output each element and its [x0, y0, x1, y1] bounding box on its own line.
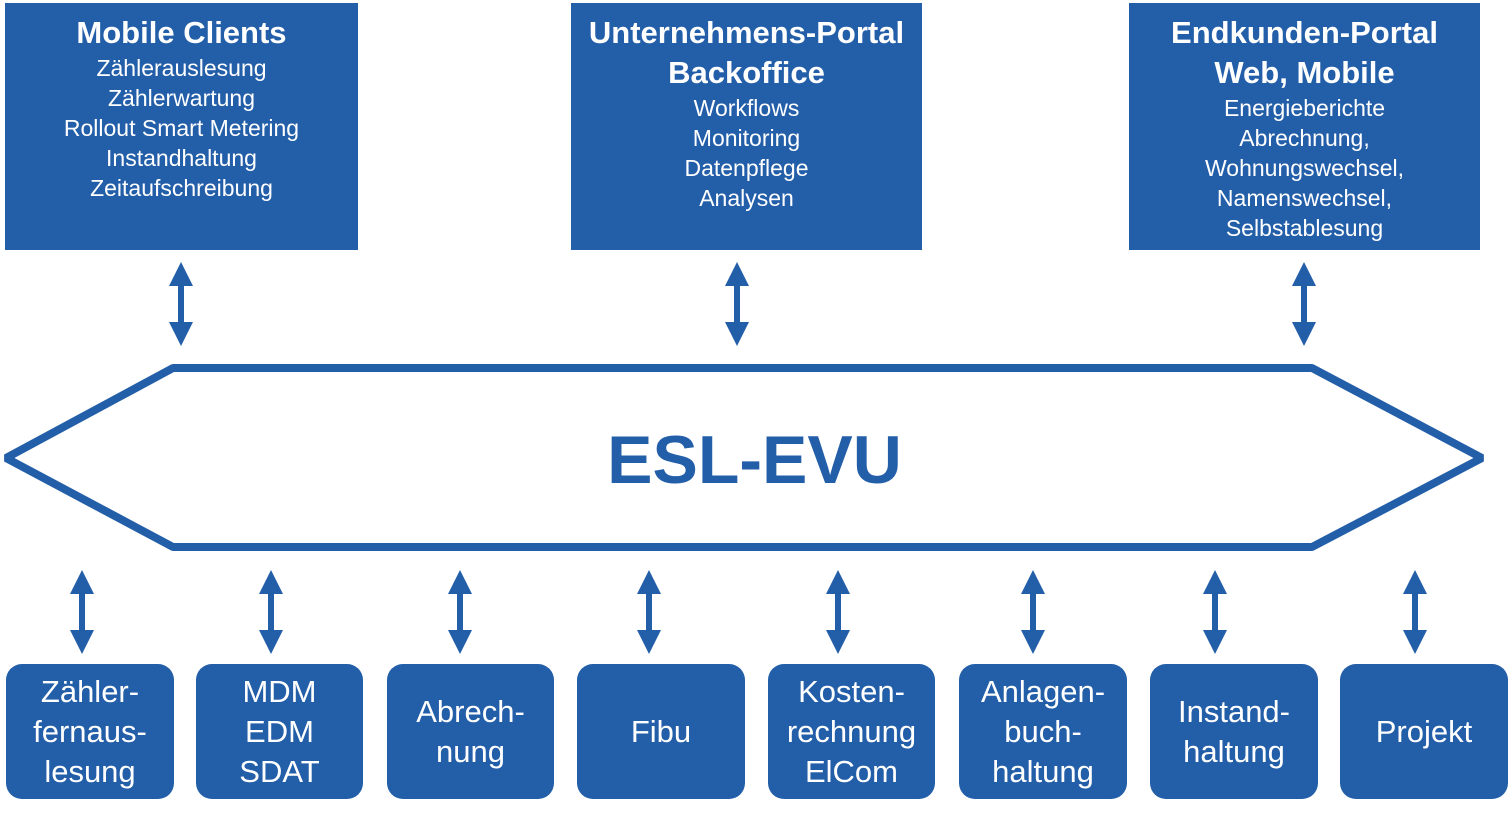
top-box-mobile-clients: Mobile Clients Zählerauslesung Zählerwar…: [5, 3, 358, 250]
bottom-box-instandhaltung: Instand- haltung: [1150, 664, 1318, 799]
box-line: fernaus-: [33, 713, 147, 749]
box-title: Unternehmens-Portal: [588, 15, 905, 50]
box-line: buch-: [1004, 713, 1082, 749]
bottom-box-zaehlerfernauslesung: Zähler- fernaus- lesung: [6, 664, 174, 799]
box-item: Selbstablesung: [1225, 215, 1384, 241]
box-line: haltung: [1183, 733, 1285, 769]
box-item: Monitoring: [692, 125, 801, 151]
box-item: Zählerauslesung: [96, 55, 267, 81]
box-item: Zeitaufschreibung: [90, 175, 273, 201]
hub-hexagon: [4, 364, 1484, 551]
box-line: Abrech-: [416, 693, 525, 729]
hub-label: ESL-EVU: [607, 422, 902, 498]
box-line: lesung: [44, 753, 136, 789]
box-line: Zähler-: [40, 673, 140, 709]
box-line: haltung: [992, 753, 1094, 789]
box-item: Zählerwartung: [107, 85, 256, 111]
box-line: MDM: [242, 673, 317, 709]
box-line: rechnung: [786, 713, 917, 749]
bottom-box-fibu: Fibu: [577, 664, 745, 799]
box-item: Instandhaltung: [106, 145, 257, 171]
box-item: Energieberichte: [1223, 95, 1386, 121]
box-line: Kosten-: [798, 673, 905, 709]
box-line: Fibu: [630, 713, 692, 749]
box-item: Namenswechsel,: [1216, 185, 1393, 211]
box-line: nung: [436, 733, 505, 769]
box-item: Abrechnung,: [1239, 125, 1370, 151]
bottom-box-abrechnung: Abrech- nung: [387, 664, 554, 799]
box-line: EDM: [245, 713, 314, 749]
box-line: SDAT: [239, 753, 320, 789]
box-item: Analysen: [699, 185, 794, 211]
bottom-box-anlagenbuchhaltung: Anlagen- buch- haltung: [959, 664, 1127, 799]
box-title: Endkunden-Portal: [1171, 15, 1438, 50]
box-line: Instand-: [1177, 693, 1290, 729]
box-title: Web, Mobile: [1214, 55, 1395, 90]
box-line: ElCom: [804, 753, 898, 789]
box-title: Mobile Clients: [76, 15, 287, 50]
bottom-box-kostenrechnung: Kosten- rechnung ElCom: [768, 664, 935, 799]
box-item: Datenpflege: [684, 155, 809, 181]
box-line: Anlagen-: [980, 673, 1106, 709]
bottom-box-projekt: Projekt: [1340, 664, 1508, 799]
box-title: Backoffice: [668, 55, 825, 90]
top-box-unternehmens-portal: Unternehmens-Portal Backoffice Workflows…: [571, 3, 922, 250]
box-item: Workflows: [693, 95, 800, 121]
top-box-endkunden-portal: Endkunden-Portal Web, Mobile Energieberi…: [1129, 3, 1480, 250]
bottom-box-mdm-edm-sdat: MDM EDM SDAT: [196, 664, 363, 799]
box-item: Rollout Smart Metering: [63, 115, 300, 141]
box-item: Wohnungswechsel,: [1204, 155, 1405, 181]
box-line: Projekt: [1375, 713, 1473, 749]
